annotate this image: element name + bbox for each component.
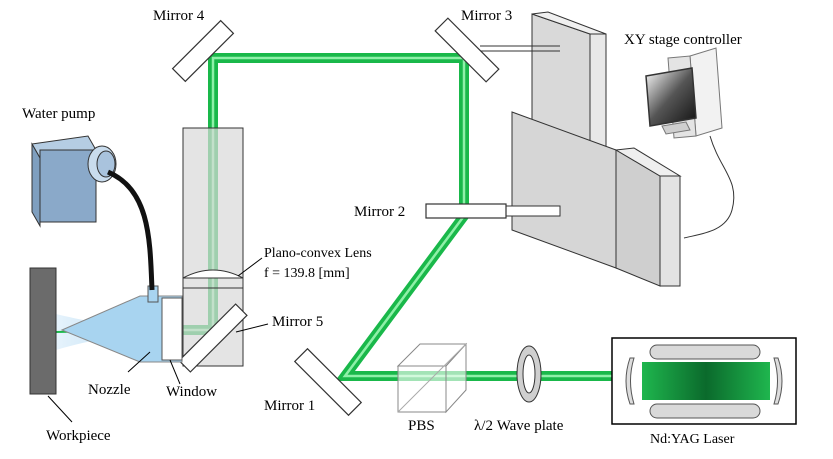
leader-lines bbox=[47, 257, 269, 423]
label-lens-focal: f = 139.8 [mm] bbox=[264, 266, 350, 281]
wave-plate bbox=[516, 345, 542, 403]
mirror-4 bbox=[171, 19, 235, 83]
label-nd-yag-laser: Nd:YAG Laser bbox=[650, 432, 735, 447]
label-mirror-4: Mirror 4 bbox=[153, 8, 205, 24]
mirror-2 bbox=[425, 203, 507, 219]
workpiece bbox=[29, 267, 57, 395]
label-mirror-2: Mirror 2 bbox=[354, 204, 406, 220]
label-mirror-1: Mirror 1 bbox=[264, 398, 316, 414]
mirror-3 bbox=[434, 17, 500, 83]
label-water-pump: Water pump bbox=[22, 106, 96, 122]
mirror-1 bbox=[293, 347, 363, 417]
label-wave-plate: λ/2 Wave plate bbox=[474, 418, 564, 434]
computer-icon bbox=[645, 47, 735, 239]
mirror-5 bbox=[178, 303, 248, 373]
label-workpiece: Workpiece bbox=[46, 428, 111, 444]
nozzle bbox=[60, 285, 183, 363]
label-nozzle: Nozzle bbox=[88, 382, 131, 398]
xy-stage bbox=[480, 11, 682, 287]
label-lens-name: Plano-convex Lens bbox=[264, 246, 372, 261]
water-pump bbox=[31, 135, 155, 291]
nd-yag-laser bbox=[611, 337, 797, 425]
label-mirror-5: Mirror 5 bbox=[272, 314, 324, 330]
label-xy-stage-controller: XY stage controller bbox=[624, 32, 742, 48]
pbs-cube bbox=[396, 342, 468, 414]
label-window: Window bbox=[166, 384, 218, 400]
label-pbs: PBS bbox=[408, 418, 435, 434]
label-mirror-3: Mirror 3 bbox=[461, 8, 513, 24]
